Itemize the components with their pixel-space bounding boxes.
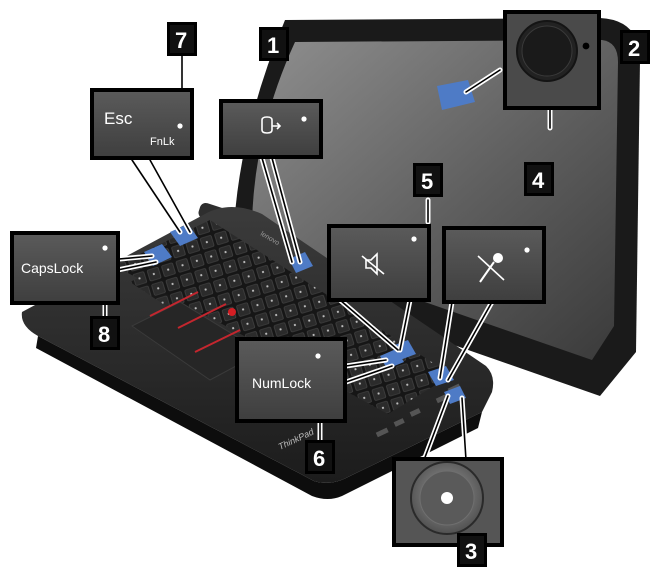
camera-highlight [437,80,475,110]
callout-1: 1 [259,27,289,61]
mic-mute-key-zoom [442,226,546,304]
camera-privacy-indicator [301,116,307,122]
callout-5: 5 [413,163,443,197]
fnlk-key-label: FnLk [150,136,175,148]
numlock-key-highlight [380,349,404,369]
laptop-front-edge [36,336,482,499]
capslock-key-label: CapsLock [21,260,84,276]
speaker-mute-indicator [411,236,417,242]
capslock-key-zoom: CapsLock [10,231,120,305]
svg-text:6: 6 [313,446,325,471]
callout-4: 4 [524,162,554,196]
numlock-indicator [315,353,321,359]
svg-text:1: 1 [267,33,279,58]
keyboard-lower-rows [130,262,232,322]
callout-8: 8 [90,316,120,350]
callout-7: 7 [167,22,197,56]
callout-lines-black [104,55,551,535]
svg-text:8: 8 [98,322,110,347]
fnlk-indicator [177,123,183,129]
microphone-mute-icon [477,253,505,283]
svg-text:3: 3 [465,539,477,564]
esc-key-label: Esc [104,109,133,128]
trackpad-button-line-2 [177,303,227,329]
trackpad-button-line-1 [149,291,199,317]
trackpad-button-line-3 [194,329,241,353]
camera-indicator-zoom [503,10,601,110]
callout-3: 3 [457,533,487,567]
svg-text:5: 5 [421,169,433,194]
trackpoint [228,308,236,316]
keyboard [115,220,452,414]
svg-text:7: 7 [175,28,187,53]
capslock-indicator [102,245,108,251]
numlock-key-label: NumLock [252,375,312,391]
callout-2: 2 [620,30,650,64]
camera-privacy-icon [261,116,282,134]
mic-mute-indicator [524,247,530,253]
power-button-indicator [441,492,453,504]
power-button-zoom [392,457,504,547]
speaker-mute-key-zoom [327,224,431,302]
svg-text:4: 4 [532,168,545,193]
svg-text:2: 2 [628,36,640,61]
camera-status-indicator [582,42,590,50]
callout-6: 6 [305,440,335,474]
numlock-key-zoom: NumLock [235,337,347,423]
esc-fnlk-key-zoom: Esc FnLk [90,88,194,160]
speaker-mute-icon [361,252,385,276]
camera-privacy-key-zoom [219,99,323,159]
